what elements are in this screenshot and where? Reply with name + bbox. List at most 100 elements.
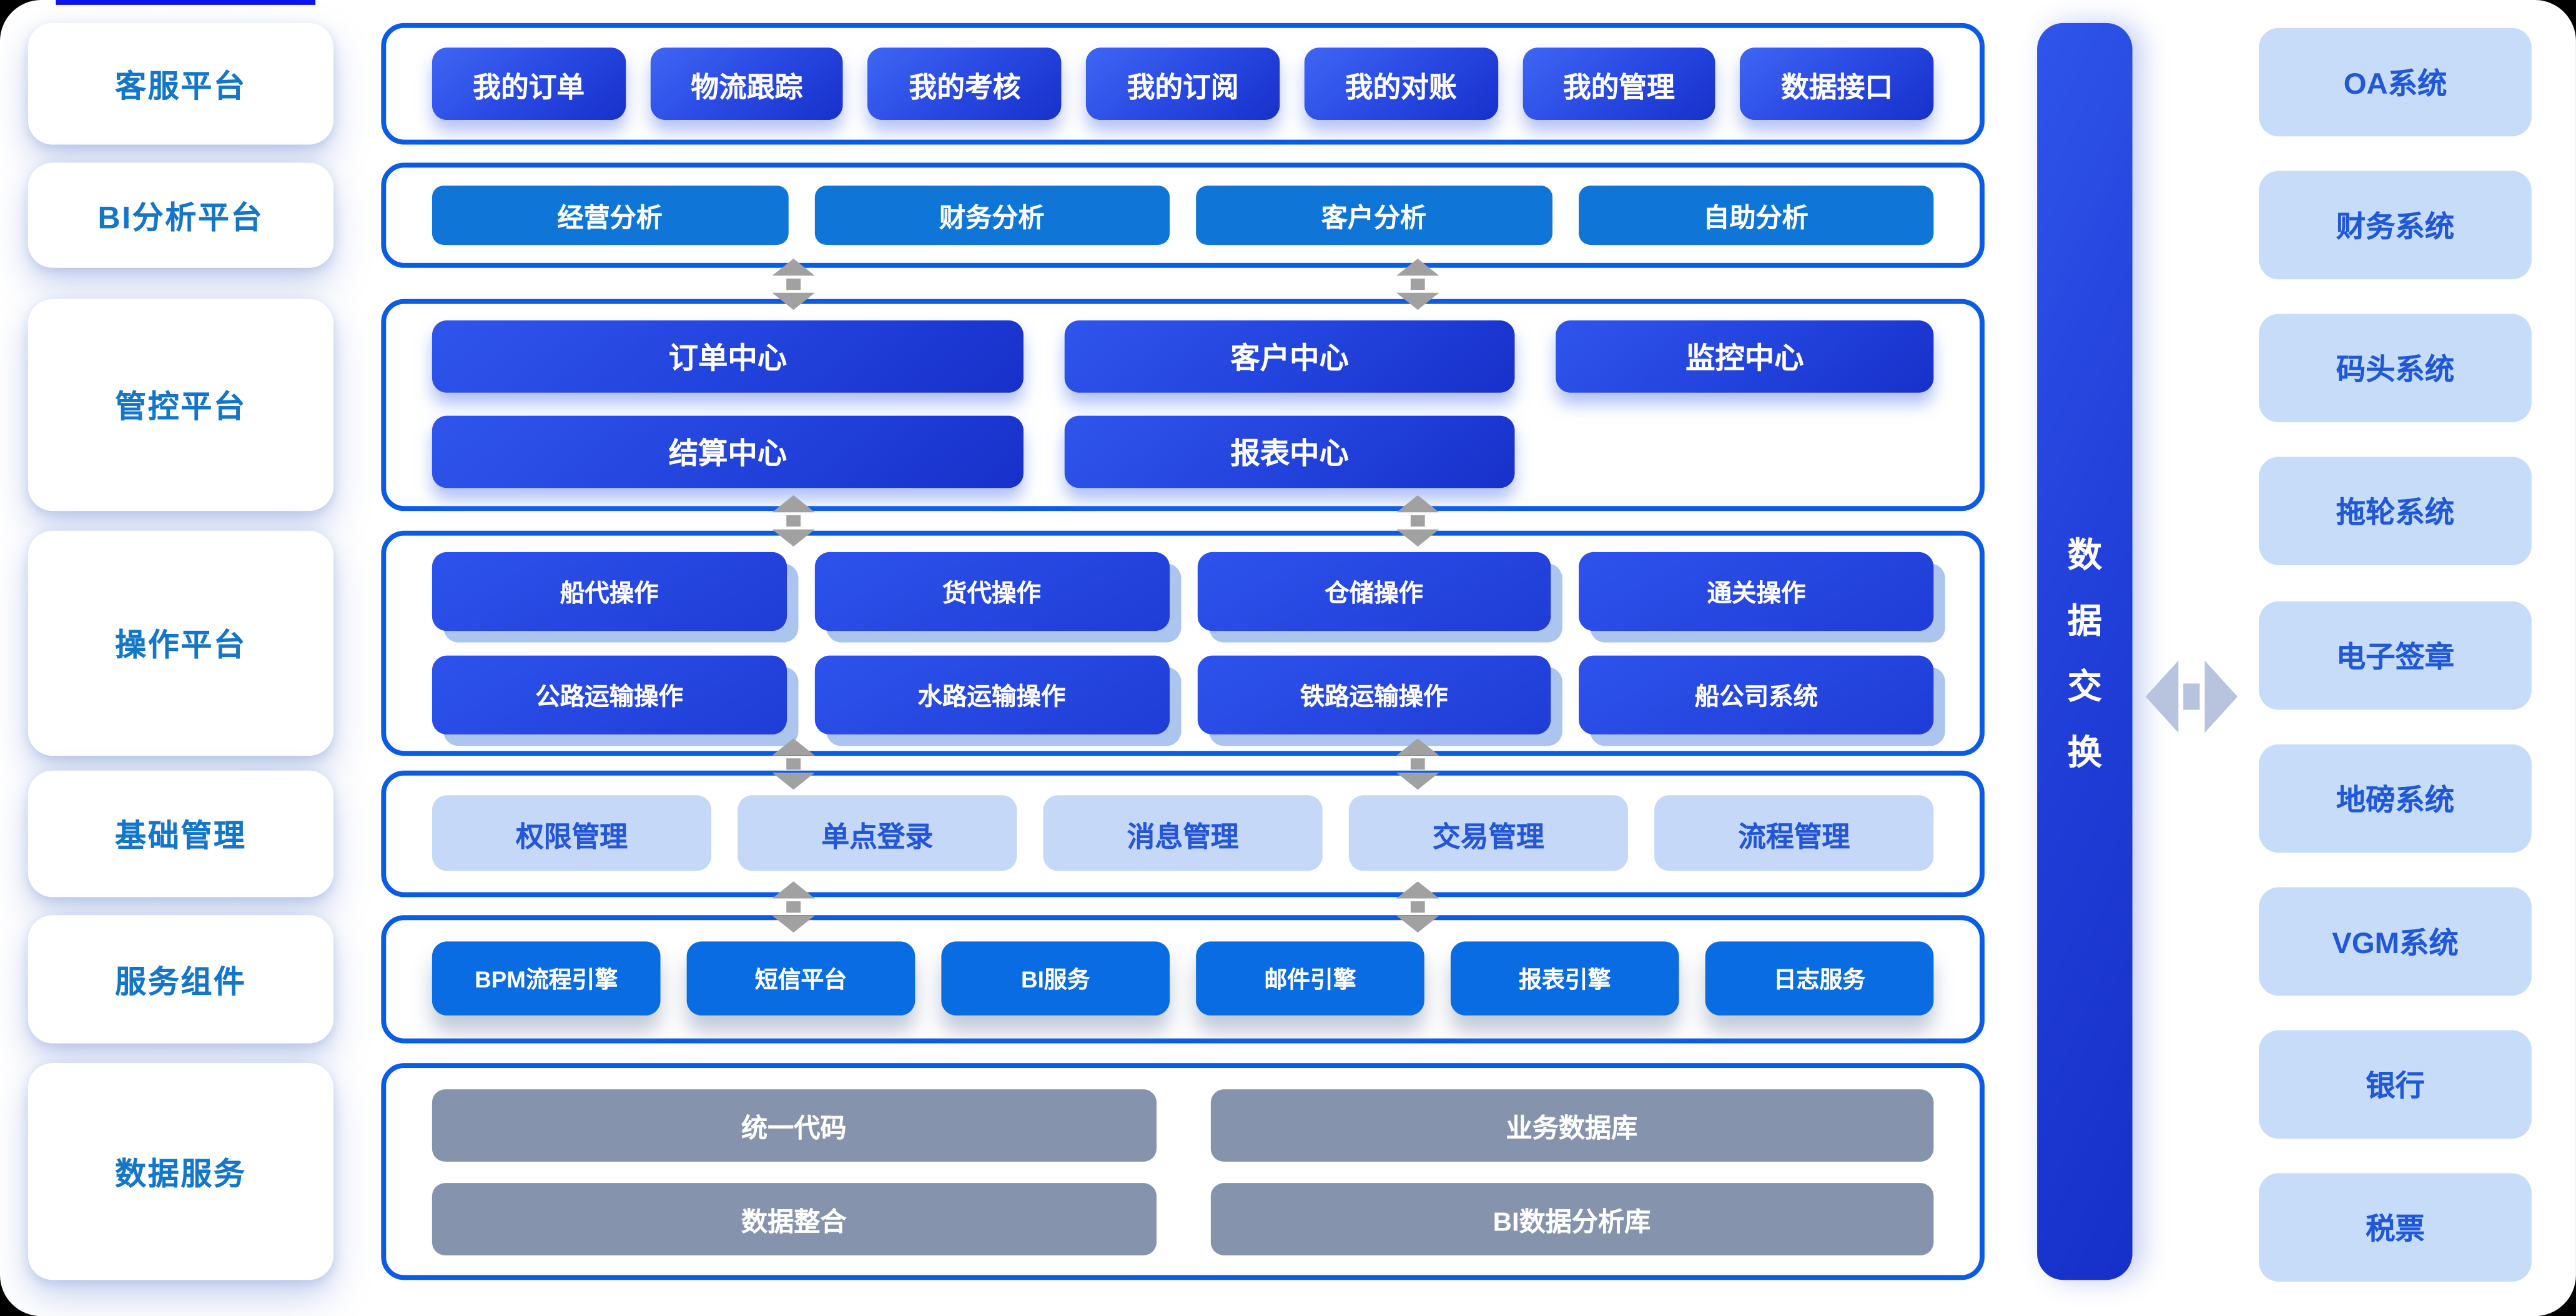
service-components-button-row: BPM流程引擎 短信平台 BI服务 邮件引擎 报表引擎 日志服务 [386, 920, 1980, 1037]
external-system-vgm[interactable]: VGM系统 [2259, 887, 2532, 996]
external-system-label: 码头系统 [2336, 353, 2455, 387]
water-transport-button[interactable]: 水路运输操作 [814, 655, 1169, 735]
external-system-oa[interactable]: OA系统 [2259, 27, 2532, 137]
data-exchange-label-char: 交 [2067, 668, 2102, 706]
base-management-section: 权限管理 单点登录 消息管理 交易管理 流程管理 [381, 770, 1985, 898]
flow-arrow-icon [1396, 736, 1439, 792]
exchange-arrow-icon [2145, 660, 2238, 733]
external-system-label: 地磅系统 [2336, 783, 2455, 817]
external-system-weighbridge[interactable]: 地磅系统 [2259, 744, 2532, 853]
shipping-agent-button[interactable]: 船代操作 [432, 552, 787, 631]
data-integration-block[interactable]: 数据整合 [432, 1183, 1156, 1255]
external-system-terminal[interactable]: 码头系统 [2259, 314, 2532, 423]
my-subscription-button[interactable]: 我的订阅 [1086, 47, 1280, 121]
bi-analysis-button-row: 经营分析 财务分析 客户分析 自助分析 [386, 167, 1980, 263]
order-center-button[interactable]: 订单中心 [432, 320, 1024, 393]
bpm-engine-button[interactable]: BPM流程引擎 [432, 941, 661, 1016]
my-orders-button[interactable]: 我的订单 [432, 47, 626, 121]
control-platform-grid: 订单中心 客户中心 监控中心 结算中心 报表中心 [386, 304, 1980, 505]
base-management-button-row: 权限管理 单点登录 消息管理 交易管理 流程管理 [386, 776, 1980, 891]
freight-agent-button[interactable]: 货代操作 [814, 552, 1169, 631]
external-system-bank[interactable]: 银行 [2259, 1030, 2532, 1139]
sidebar-item-label: 管控平台 [115, 391, 247, 426]
external-system-label: 拖轮系统 [2336, 496, 2455, 530]
flow-arrow-icon [772, 256, 815, 312]
flow-arrow-icon [1396, 256, 1439, 312]
external-system-label: 电子签章 [2336, 640, 2455, 674]
external-system-label: 财务系统 [2336, 210, 2455, 244]
sidebar-item-customer-service-platform: 客服平台 [27, 22, 334, 145]
log-service-button[interactable]: 日志服务 [1705, 941, 1934, 1016]
sidebar-item-label: 操作平台 [115, 629, 247, 664]
sms-platform-button[interactable]: 短信平台 [686, 941, 915, 1016]
customer-service-button-row: 我的订单 物流跟踪 我的考核 我的订阅 我的对账 我的管理 数据接口 [386, 28, 1980, 140]
data-service-section: 统一代码 业务数据库 数据整合 BI数据分析库 [381, 1063, 1985, 1280]
data-exchange-bar: 数 据 交 换 [2037, 22, 2133, 1280]
data-exchange-label-char: 数 [2067, 536, 2102, 575]
bi-service-button[interactable]: BI服务 [941, 941, 1170, 1016]
warehouse-operation-button[interactable]: 仓储操作 [1197, 552, 1552, 631]
external-system-e-signature[interactable]: 电子签章 [2259, 601, 2532, 710]
service-components-section: BPM流程引擎 短信平台 BI服务 邮件引擎 报表引擎 日志服务 [381, 915, 1985, 1044]
external-system-tax-invoice[interactable]: 税票 [2259, 1173, 2532, 1282]
process-management-button[interactable]: 流程管理 [1654, 795, 1934, 871]
sidebar-item-label: 服务组件 [115, 965, 247, 1000]
report-engine-button[interactable]: 报表引擎 [1450, 941, 1679, 1016]
message-management-button[interactable]: 消息管理 [1043, 795, 1323, 871]
data-exchange-label-char: 换 [2067, 733, 2102, 772]
customer-center-button[interactable]: 客户中心 [1064, 320, 1515, 393]
rail-transport-button[interactable]: 铁路运输操作 [1197, 655, 1552, 735]
sidebar-item-service-components: 服务组件 [27, 915, 334, 1044]
sidebar-item-data-service: 数据服务 [27, 1063, 334, 1280]
flow-arrow-icon [772, 879, 815, 934]
data-exchange-label-char: 据 [2067, 602, 2102, 640]
flow-arrow-icon [1396, 879, 1439, 934]
single-sign-on-button[interactable]: 单点登录 [738, 795, 1017, 871]
external-system-label: OA系统 [2343, 67, 2447, 101]
sidebar-item-operation-platform: 操作平台 [27, 530, 334, 756]
business-database-block[interactable]: 业务数据库 [1210, 1089, 1934, 1162]
road-transport-button[interactable]: 公路运输操作 [432, 655, 787, 735]
external-system-finance[interactable]: 财务系统 [2259, 171, 2532, 280]
my-reconciliation-button[interactable]: 我的对账 [1304, 47, 1498, 121]
shipping-company-system-button[interactable]: 船公司系统 [1579, 655, 1934, 735]
unified-code-block[interactable]: 统一代码 [432, 1089, 1156, 1162]
bi-analysis-section: 经营分析 财务分析 客户分析 自助分析 [381, 162, 1985, 268]
report-center-button[interactable]: 报表中心 [1064, 415, 1515, 488]
data-interface-button[interactable]: 数据接口 [1740, 47, 1934, 121]
external-system-label: VGM系统 [2332, 926, 2459, 960]
monitor-center-button[interactable]: 监控中心 [1556, 320, 1934, 393]
external-system-label: 银行 [2366, 1069, 2425, 1103]
sidebar-item-label: BI分析平台 [97, 201, 264, 236]
business-analysis-button[interactable]: 经营分析 [432, 186, 788, 245]
sidebar-item-label: 数据服务 [115, 1157, 247, 1192]
flow-arrow-icon [772, 736, 815, 792]
flow-arrow-icon [1396, 493, 1439, 548]
finance-analysis-button[interactable]: 财务分析 [814, 186, 1170, 245]
operation-platform-section: 船代操作 货代操作 仓储操作 通关操作 公路运输操作 水路运输操作 铁路运输操作… [381, 530, 1985, 756]
permission-management-button[interactable]: 权限管理 [432, 795, 712, 871]
bi-analysis-database-block[interactable]: BI数据分析库 [1210, 1183, 1934, 1255]
my-assessment-button[interactable]: 我的考核 [868, 47, 1062, 121]
customer-analysis-button[interactable]: 客户分析 [1196, 186, 1552, 245]
customs-clearance-button[interactable]: 通关操作 [1579, 552, 1934, 631]
logistics-tracking-button[interactable]: 物流跟踪 [650, 47, 844, 121]
sidebar-item-label: 客服平台 [115, 69, 247, 105]
self-service-analysis-button[interactable]: 自助分析 [1577, 186, 1934, 245]
operation-platform-grid: 船代操作 货代操作 仓储操作 通关操作 公路运输操作 水路运输操作 铁路运输操作… [386, 536, 1980, 751]
control-platform-section: 订单中心 客户中心 监控中心 结算中心 报表中心 [381, 299, 1985, 512]
sidebar-item-label: 基础管理 [115, 819, 247, 854]
external-system-tugboat[interactable]: 拖轮系统 [2259, 457, 2532, 565]
transaction-management-button[interactable]: 交易管理 [1348, 795, 1629, 871]
settlement-center-button[interactable]: 结算中心 [432, 415, 1024, 488]
my-management-button[interactable]: 我的管理 [1522, 47, 1716, 121]
sidebar-item-control-platform: 管控平台 [27, 299, 334, 512]
flow-arrow-icon [772, 493, 815, 548]
sidebar-item-bi-analysis-platform: BI分析平台 [27, 162, 334, 268]
data-service-grid: 统一代码 业务数据库 数据整合 BI数据分析库 [386, 1068, 1980, 1277]
sidebar-item-base-management: 基础管理 [27, 770, 334, 898]
mail-engine-button[interactable]: 邮件引擎 [1196, 941, 1424, 1016]
top-edge-accent [56, 0, 316, 5]
